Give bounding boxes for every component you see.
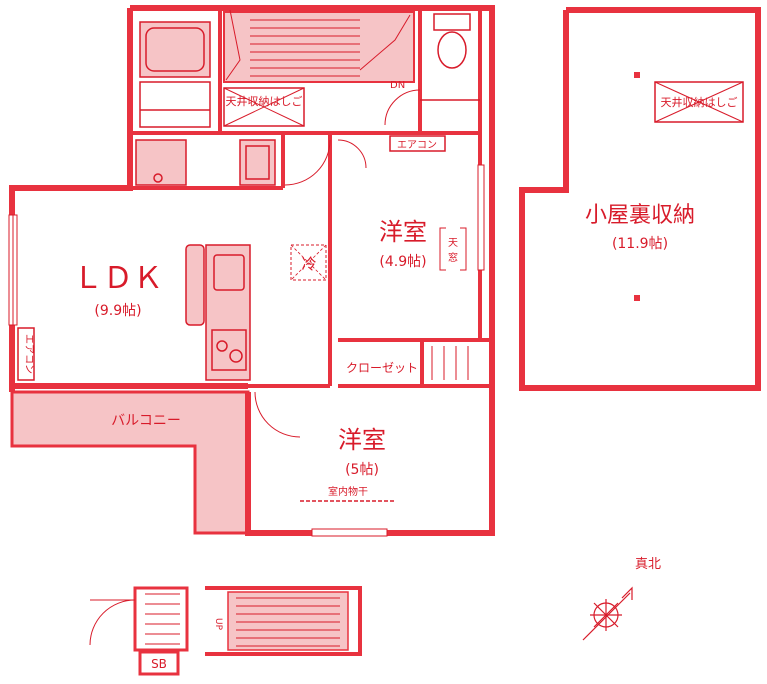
aircon-2: エアコン — [17, 327, 35, 381]
kitchen — [185, 244, 251, 381]
ceiling-ladder-1: 天井収納はしご — [223, 87, 305, 127]
svg-text:エアコン: エアコン — [397, 140, 437, 151]
svg-text:窓: 窓 — [448, 251, 458, 264]
ceiling-ladder-label-1: 天井収納はしご — [226, 94, 303, 108]
bedroom2-name: 洋室 — [338, 426, 386, 454]
dn-label: DN — [390, 80, 405, 91]
fridge: 冷 — [290, 244, 327, 281]
bedroom1-name: 洋室 — [379, 218, 427, 246]
up-label: UP — [213, 618, 223, 631]
svg-text:天: 天 — [448, 238, 458, 249]
upper-stair — [223, 9, 415, 83]
ldk-size: (9.9帖) — [94, 303, 141, 319]
north-arrow — [582, 586, 633, 641]
sb-box: SB — [138, 650, 180, 676]
bedroom2-window — [311, 528, 388, 537]
door-swings — [254, 89, 421, 438]
bedroom2-size: (5帖) — [345, 462, 379, 478]
skylight: 天 窓 — [439, 227, 467, 271]
ldk-name: ＬＤＫ — [73, 261, 163, 296]
toilet — [420, 13, 480, 101]
balcony-label: バルコニー — [111, 413, 181, 429]
north-label: 真北 — [635, 557, 661, 572]
ceiling-ladder-2: 天井収納はしご — [654, 81, 744, 123]
attic-walls — [519, 7, 761, 391]
attic-posts — [634, 72, 640, 301]
aircon-1: エアコン — [389, 135, 446, 152]
bedroom1-window — [477, 164, 485, 271]
svg-text:エアコン: エアコン — [23, 334, 34, 374]
svg-text:天井収納はしご: 天井収納はしご — [661, 95, 738, 109]
attic-size: (11.9帖) — [612, 236, 668, 252]
fridge-label: 冷 — [301, 255, 316, 273]
bedroom1-size: (4.9帖) — [379, 254, 426, 270]
svg-text:SB: SB — [151, 657, 167, 671]
closet-label: クローゼット — [346, 361, 418, 375]
bathroom — [135, 21, 276, 186]
closet-hanging — [431, 346, 469, 380]
ldk-left-window — [8, 214, 18, 326]
lower-stair: UP — [89, 586, 362, 656]
indoor-drying-label: 室内物干 — [328, 485, 368, 498]
attic-name: 小屋裏収納 — [585, 203, 695, 228]
